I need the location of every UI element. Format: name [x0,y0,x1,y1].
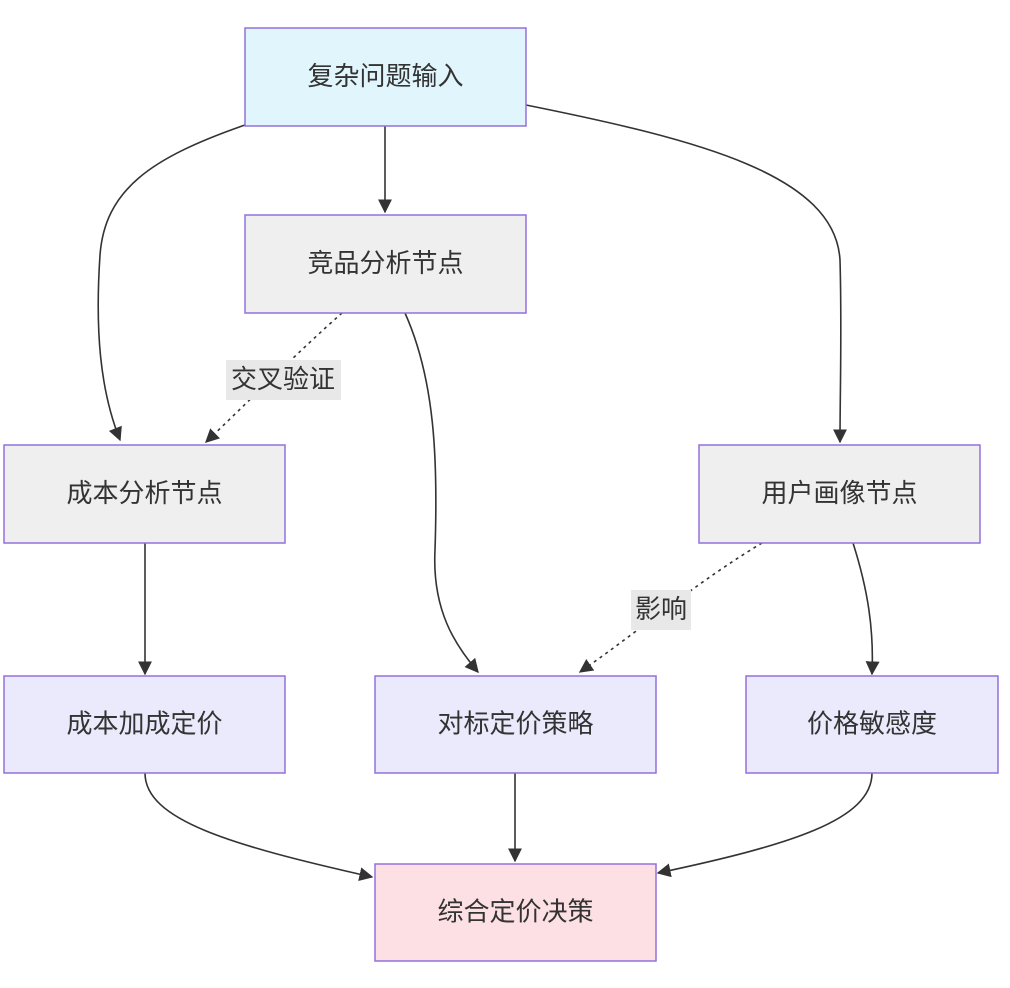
node-complex-problem-input[interactable]: 复杂问题输入 [244,27,527,127]
edge-sensitivity-to-decision [656,772,873,878]
svg-text:成本加成定价: 成本加成定价 [66,710,222,740]
edge-competitor-to-benchmark [404,312,479,674]
node-benchmark-pricing[interactable]: 对标定价策略 [374,675,657,774]
node-user-profile[interactable]: 用户画像节点 [698,444,981,544]
edge-input-to-cost [97,124,246,442]
node-comprehensive-pricing-decision[interactable]: 综合定价决策 [374,863,657,962]
svg-text:交叉验证: 交叉验证 [231,365,335,395]
edge-label-cross-validate: 交叉验证 [226,360,341,400]
svg-text:竞品分析节点: 竞品分析节点 [307,249,463,279]
edge-costplus-to-decision [144,772,374,882]
svg-text:用户画像节点: 用户画像节点 [761,479,917,509]
node-cost-analysis[interactable]: 成本分析节点 [3,444,286,544]
edge-user-to-sensitivity [852,542,880,676]
svg-text:复杂问题输入: 复杂问题输入 [307,62,463,92]
node-price-sensitivity[interactable]: 价格敏感度 [745,675,999,774]
svg-text:成本分析节点: 成本分析节点 [66,479,222,509]
svg-text:影响: 影响 [635,595,687,625]
svg-text:对标定价策略: 对标定价策略 [437,710,593,740]
node-cost-plus-pricing[interactable]: 成本加成定价 [3,675,286,774]
svg-text:价格敏感度: 价格敏感度 [807,710,937,740]
edge-label-influence: 影响 [631,590,691,630]
svg-text:综合定价决策: 综合定价决策 [437,898,593,928]
edge-input-to-user [525,104,848,444]
node-competitor-analysis[interactable]: 竞品分析节点 [244,214,527,314]
